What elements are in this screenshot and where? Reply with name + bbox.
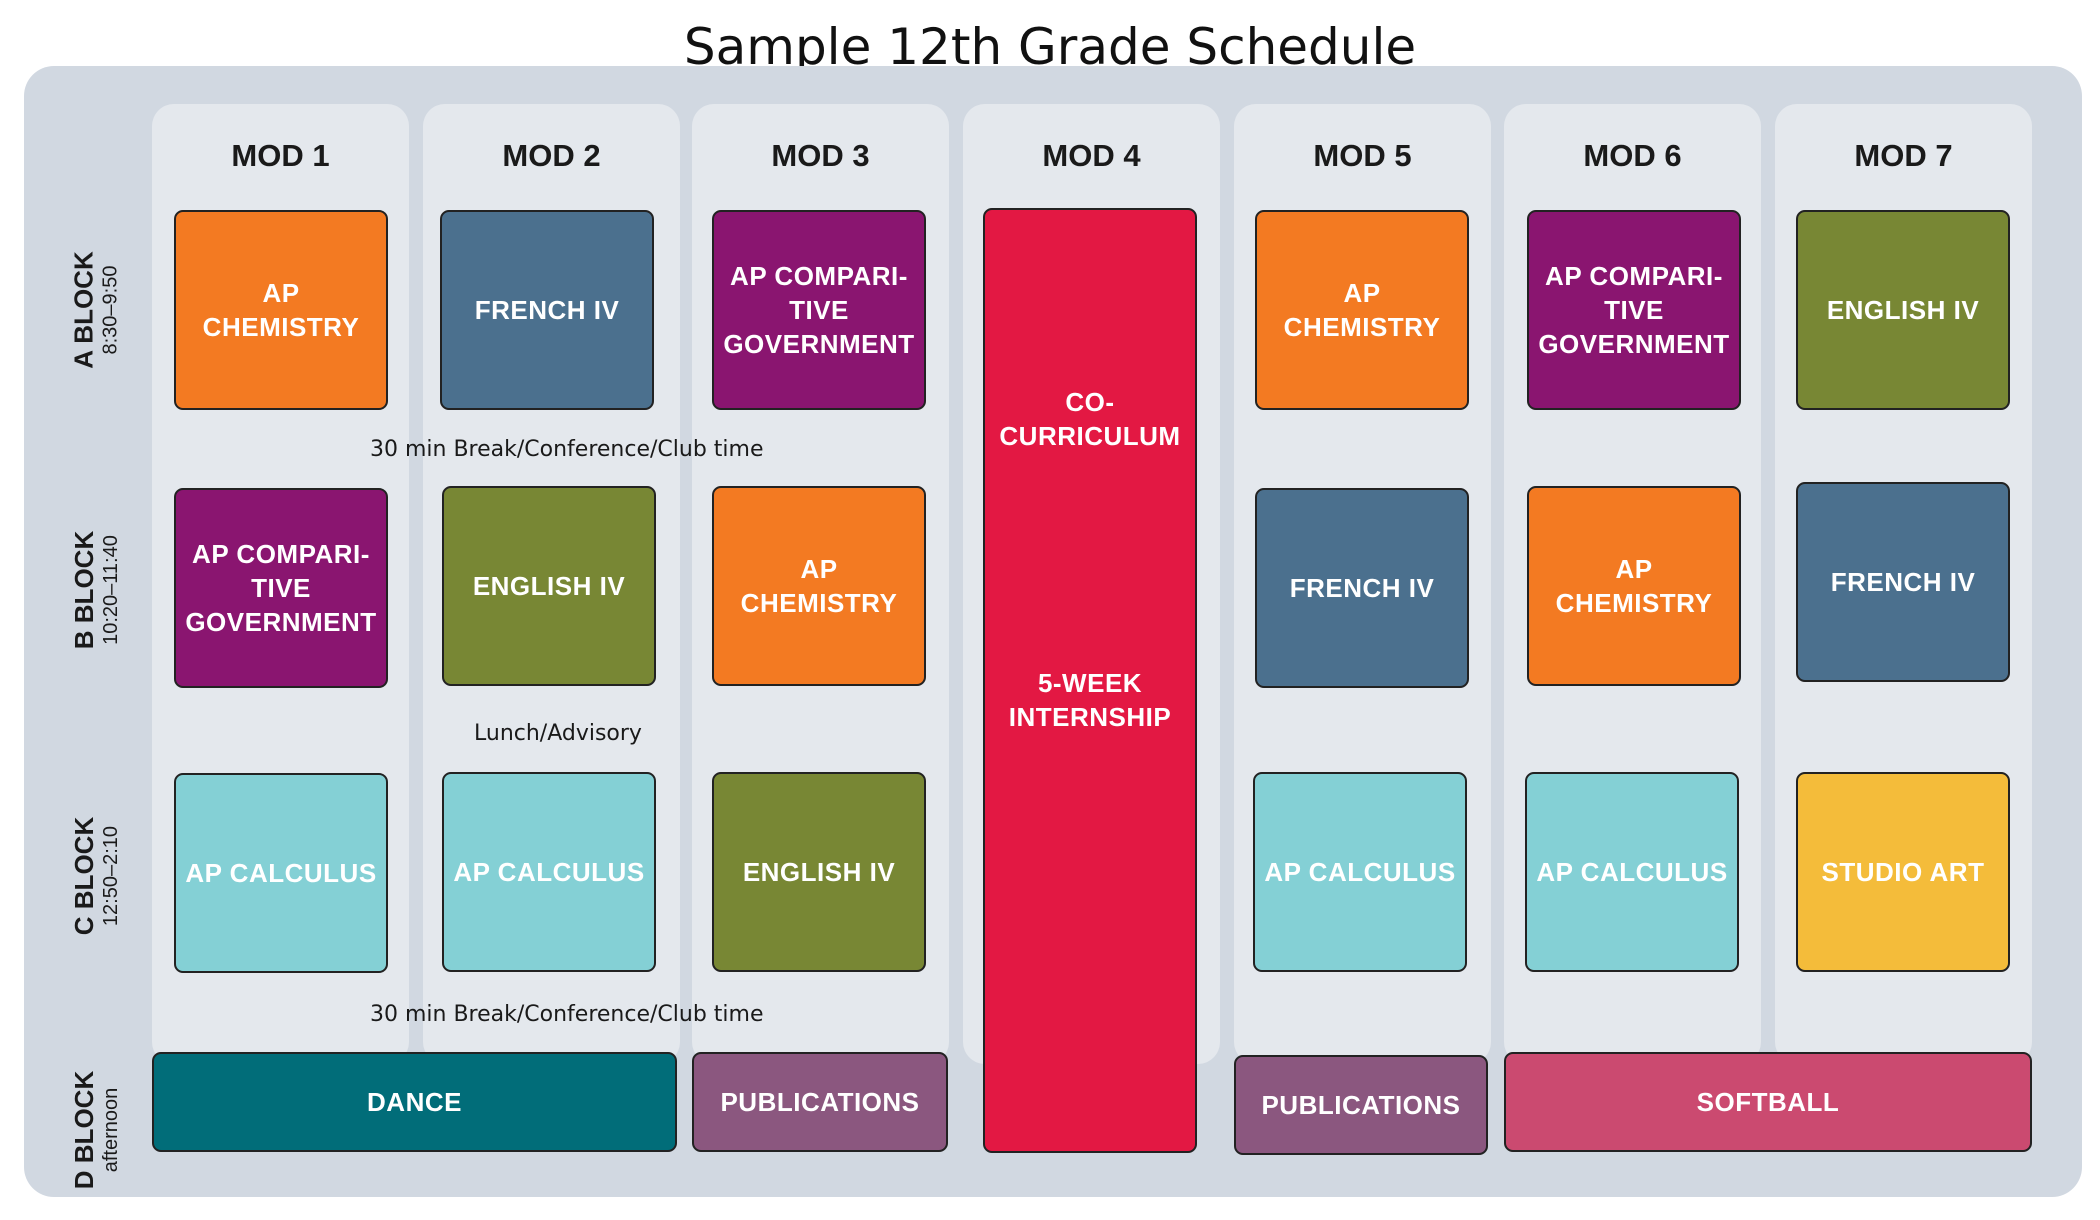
class-label: ENGLISH IV bbox=[742, 857, 896, 887]
class-label: AP COMPARI- bbox=[192, 539, 370, 569]
d-block-label: D BLOCK afternoon bbox=[66, 1040, 126, 1220]
class-publications[interactable]: PUBLICATIONS bbox=[1234, 1055, 1488, 1155]
class-label: CURRICULUM bbox=[999, 421, 1181, 451]
break-note: 30 min Break/Conference/Club time bbox=[370, 437, 764, 462]
class-label: CO- bbox=[1065, 387, 1115, 417]
b-block-label: B BLOCK 10:20–11:40 bbox=[66, 490, 126, 690]
class-label: TIVE bbox=[251, 573, 311, 603]
class-ap-calculus[interactable]: AP CALCULUS bbox=[1525, 772, 1739, 972]
class-studio-art[interactable]: STUDIO ART bbox=[1796, 772, 2010, 972]
class-label: AP CALCULUS bbox=[453, 857, 645, 887]
class-label: AP COMPARI- bbox=[1545, 261, 1723, 291]
class-label: GOVERNMENT bbox=[185, 607, 377, 637]
mod-header: MOD 2 bbox=[502, 138, 601, 173]
class-label: PUBLICATIONS bbox=[720, 1087, 920, 1117]
mod-header: MOD 3 bbox=[771, 138, 870, 173]
class-label: FRENCH IV bbox=[1830, 567, 1976, 597]
class-label: ENGLISH IV bbox=[472, 571, 626, 601]
mod-header: MOD 7 bbox=[1854, 138, 1953, 173]
class-label: AP COMPARI- bbox=[730, 261, 908, 291]
class-ap-chemistry[interactable]: AP CHEMISTRY bbox=[1255, 210, 1469, 410]
block-name: C BLOCK bbox=[69, 816, 99, 936]
class-label: DANCE bbox=[367, 1087, 462, 1117]
class-label: FRENCH IV bbox=[1289, 573, 1435, 603]
class-label: AP CHEMISTRY bbox=[202, 278, 360, 342]
block-time: 8:30–9:50 bbox=[100, 265, 123, 355]
class-co-curriculum-internship[interactable]: CO- CURRICULUM 5-WEEK INTERNSHIP bbox=[983, 208, 1197, 1153]
class-label: ENGLISH IV bbox=[1826, 295, 1980, 325]
class-label: SOFTBALL bbox=[1696, 1087, 1840, 1117]
mod-header: MOD 6 bbox=[1583, 138, 1682, 173]
class-softball[interactable]: SOFTBALL bbox=[1504, 1052, 2032, 1152]
block-name: A BLOCK bbox=[69, 251, 100, 369]
class-english-iv[interactable]: ENGLISH IV bbox=[712, 772, 926, 972]
class-label: 5-WEEK bbox=[1037, 668, 1143, 698]
class-dance[interactable]: DANCE bbox=[152, 1052, 677, 1152]
class-label: TIVE bbox=[789, 295, 849, 325]
mod-header: MOD 4 bbox=[1042, 138, 1141, 173]
class-ap-chemistry[interactable]: AP CHEMISTRY bbox=[1527, 486, 1741, 686]
class-label: GOVERNMENT bbox=[723, 329, 915, 359]
class-label: AP CHEMISTRY bbox=[1555, 554, 1713, 618]
block-time: 10:20–11:40 bbox=[100, 535, 122, 645]
class-label: GOVERNMENT bbox=[1538, 329, 1730, 359]
class-ap-calculus[interactable]: AP CALCULUS bbox=[442, 772, 656, 972]
class-ap-chemistry[interactable]: AP CHEMISTRY bbox=[712, 486, 926, 686]
block-time: 12:50–2:10 bbox=[100, 825, 122, 927]
class-label: FRENCH IV bbox=[474, 295, 620, 325]
class-ap-chemistry[interactable]: AP CHEMISTRY bbox=[174, 210, 388, 410]
class-english-iv[interactable]: ENGLISH IV bbox=[1796, 210, 2010, 410]
class-label: TIVE bbox=[1604, 295, 1664, 325]
class-english-iv[interactable]: ENGLISH IV bbox=[442, 486, 656, 686]
mod-header: MOD 5 bbox=[1313, 138, 1412, 173]
class-label: AP CHEMISTRY bbox=[740, 554, 898, 618]
block-name: D BLOCK bbox=[69, 1070, 99, 1190]
block-name: B BLOCK bbox=[69, 530, 99, 650]
a-block-label: A BLOCK 8:30–9:50 bbox=[66, 210, 126, 410]
class-label: STUDIO ART bbox=[1821, 857, 1985, 887]
break-note: 30 min Break/Conference/Club time bbox=[370, 1002, 764, 1027]
mod-header: MOD 1 bbox=[231, 138, 330, 173]
class-label: AP CALCULUS bbox=[1264, 857, 1456, 887]
class-ap-calculus[interactable]: AP CALCULUS bbox=[1253, 772, 1467, 972]
block-time: afternoon bbox=[100, 1087, 122, 1173]
lunch-note: Lunch/Advisory bbox=[474, 721, 642, 746]
class-french-iv[interactable]: FRENCH IV bbox=[440, 210, 654, 410]
class-ap-comparative-government[interactable]: AP COMPARI- TIVE GOVERNMENT bbox=[1527, 210, 1741, 410]
class-label: INTERNSHIP bbox=[1008, 702, 1172, 732]
class-french-iv[interactable]: FRENCH IV bbox=[1796, 482, 2010, 682]
class-label: AP CALCULUS bbox=[1536, 857, 1728, 887]
class-label: AP CALCULUS bbox=[185, 858, 377, 888]
class-french-iv[interactable]: FRENCH IV bbox=[1255, 488, 1469, 688]
class-ap-comparative-government[interactable]: AP COMPARI- TIVE GOVERNMENT bbox=[712, 210, 926, 410]
class-ap-calculus[interactable]: AP CALCULUS bbox=[174, 773, 388, 973]
class-publications[interactable]: PUBLICATIONS bbox=[692, 1052, 948, 1152]
class-label: AP CHEMISTRY bbox=[1283, 278, 1441, 342]
class-ap-comparative-government[interactable]: AP COMPARI- TIVE GOVERNMENT bbox=[174, 488, 388, 688]
c-block-label: C BLOCK 12:50–2:10 bbox=[66, 776, 126, 976]
class-label: PUBLICATIONS bbox=[1261, 1090, 1461, 1120]
